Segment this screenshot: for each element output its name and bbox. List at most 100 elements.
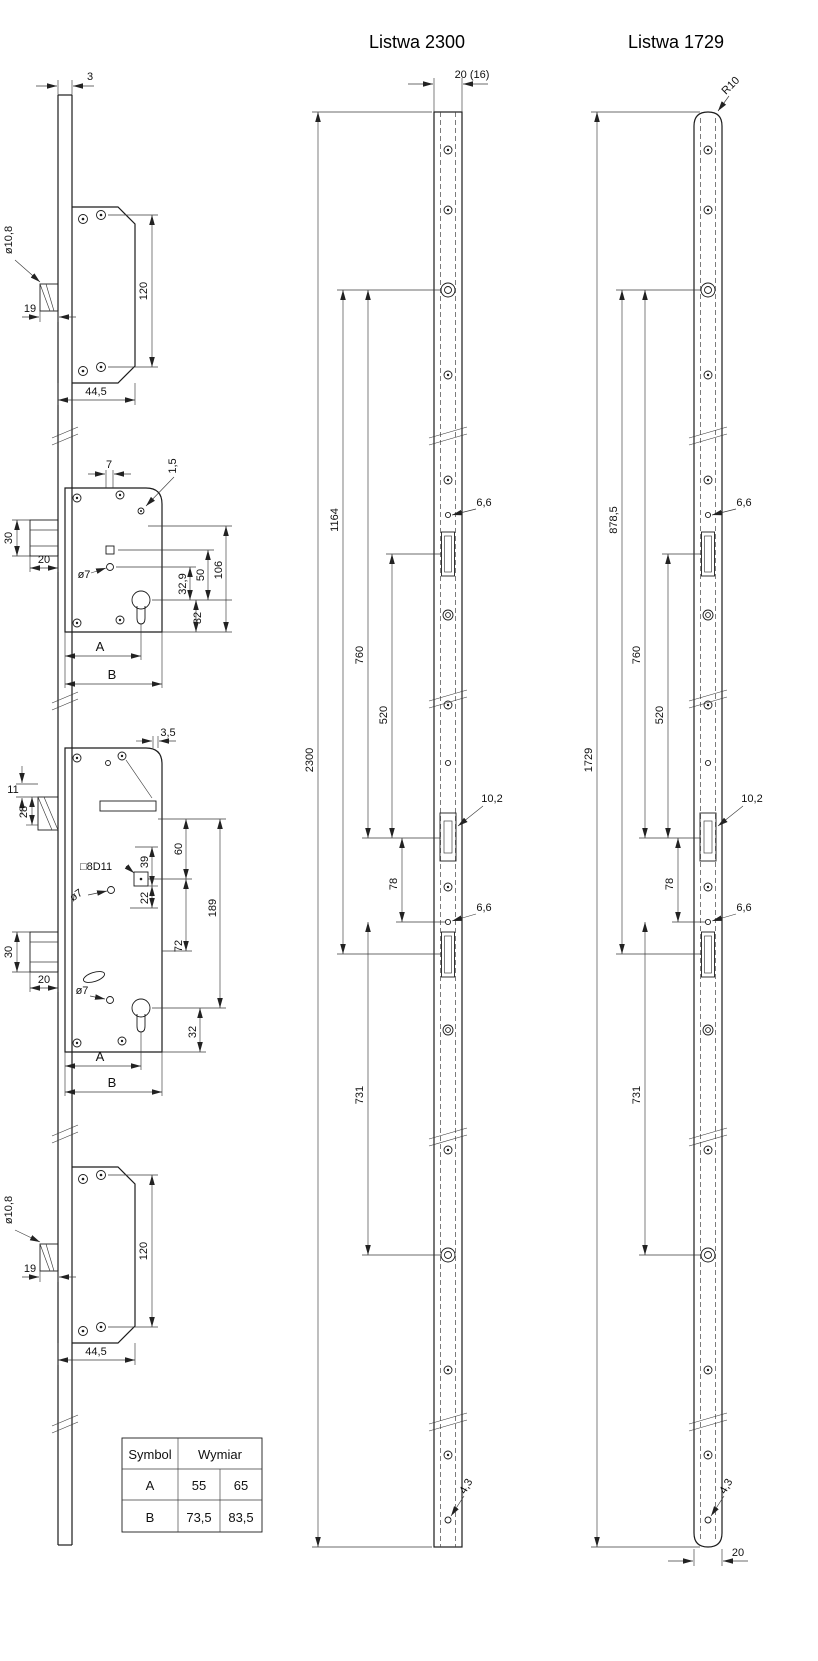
dim-50: 50: [195, 550, 211, 600]
dim-bolt-depth-low: 20: [29, 972, 59, 992]
dim-label-20-mid: 20: [38, 554, 50, 566]
dim-case-width-top: 44,5: [57, 383, 136, 405]
table-row-b-symbol: B: [146, 1510, 155, 1525]
dim-label-329: 32,9: [177, 573, 189, 594]
dim-106: 106: [213, 526, 229, 632]
dim-hole-o7-mid: ø7: [78, 567, 107, 581]
dim-label-30-low: 30: [3, 946, 15, 958]
strip-1729-cutouts: [699, 531, 717, 978]
dim-strip2300-760: 760: [354, 290, 371, 838]
dim-bolt-height-low: 30: [3, 931, 30, 973]
strip-1729-holes: [700, 145, 716, 1524]
dim-label-102-m: 10,2: [481, 793, 502, 805]
callout-strip1729-66-lower: 6,6: [711, 902, 752, 922]
deadbolt-middle: [29, 519, 59, 557]
dim-label-b-mid: B: [108, 667, 117, 682]
dim-label-102-r: 10,2: [741, 793, 762, 805]
dim-label-o108-bottom: ø10,8: [3, 1196, 15, 1224]
dim-label-32-low: 32: [187, 1026, 199, 1038]
latch-bolt-top: [39, 283, 59, 312]
dim-bolt-depth-mid: 20: [29, 554, 59, 572]
dim-offset-3-5: 3,5: [136, 727, 176, 748]
strip-1729-break-marks: [688, 426, 728, 1432]
dim-label-731-r: 731: [631, 1086, 643, 1104]
dim-strip2300-width: 20 (16): [408, 69, 489, 112]
strip-1729-view: R10 1729 878,5 760 520 78: [583, 74, 763, 1566]
dim-label-20-low: 20: [38, 974, 50, 986]
lock-assembly-view: 3 ø10,8 19: [3, 71, 232, 1546]
dim-32-9: 32,9: [177, 567, 193, 600]
dim-label-30-mid: 30: [3, 532, 15, 544]
dim-label-o7-low2: ø7: [76, 985, 89, 997]
dim-label-106: 106: [213, 561, 225, 579]
dim-label-35: 3,5: [160, 727, 175, 739]
dim-22: 22: [139, 886, 155, 908]
dim-label-o108-top: ø10,8: [3, 226, 15, 254]
spindle-hole-middle: [105, 545, 115, 555]
dim-28: 28: [18, 797, 38, 826]
dim-label-15: 1,5: [167, 458, 179, 473]
dim-32-mid: 32: [192, 600, 204, 632]
dim-label-78-m: 78: [388, 878, 400, 890]
lock-case-lower: 3,5 11 28 □8D11 ø7: [3, 727, 226, 1096]
dim-strip1729-length: 1729: [583, 112, 600, 1547]
dim-32-low: 32: [187, 1008, 203, 1052]
callout-strip2300-66-upper: 6,6: [451, 497, 492, 516]
dim-strip1729-520: 520: [654, 554, 671, 838]
dim-label-66-lower-r: 6,6: [736, 902, 751, 914]
dim-plate-thickness: 3: [36, 71, 94, 95]
dim-label-a-mid: A: [96, 639, 105, 654]
dim-39: 39: [139, 847, 155, 886]
dim-offset-1-5: 1,5: [145, 458, 179, 507]
dim-case-height-bottom: 120: [108, 1174, 158, 1328]
strip-2300-body: [433, 111, 463, 1548]
strip-2300-break-marks: [428, 426, 468, 1432]
dim-label-20-bottom: 20: [732, 1547, 744, 1559]
hook-bolt: [37, 796, 59, 831]
dim-backset-a-mid: A: [64, 624, 142, 688]
dim-bolt-height-mid: 30: [3, 519, 30, 557]
table-row-a-val2: 65: [234, 1478, 248, 1493]
hook-slot: [99, 800, 157, 812]
dim-label-760-r: 760: [631, 646, 643, 664]
dim-label-72: 72: [173, 940, 185, 952]
hole-o7-middle: [106, 563, 114, 571]
table-row-b-val2: 83,5: [228, 1510, 253, 1525]
dim-label-2300: 2300: [304, 748, 316, 772]
deadbolt-lower: [29, 931, 59, 973]
dim-label-32-mid: 32: [192, 612, 204, 624]
dim-label-20-16: 20 (16): [455, 69, 490, 81]
dim-strip2300-length: 2300: [304, 112, 321, 1547]
dim-label-22: 22: [139, 892, 151, 904]
faceplate-break-marks: [51, 426, 79, 1434]
dim-strip1729-731: 731: [631, 922, 648, 1255]
dim-72: 72: [173, 879, 189, 952]
dim-case-width-bottom: 44,5: [57, 1343, 136, 1365]
dim-label-731-m: 731: [354, 1086, 366, 1104]
dim-11: 11: [7, 766, 38, 815]
dim-label-520-r: 520: [654, 706, 666, 724]
dim-label-b-low: B: [108, 1075, 117, 1090]
dim-strip2300-520: 520: [378, 554, 395, 838]
dim-latch-depth-top: 19: [22, 303, 76, 322]
latch-bolt-bottom: [39, 1243, 59, 1272]
dim-label-66-upper-r: 6,6: [736, 497, 751, 509]
dim-spindle-8d11: □8D11: [80, 861, 135, 874]
dim-label-a-low: A: [96, 1049, 105, 1064]
dim-label-39: 39: [139, 856, 151, 868]
dim-strip2300-731: 731: [354, 922, 371, 1255]
callout-strip2300-66-lower: 6,6: [451, 902, 492, 922]
dim-label-60: 60: [173, 843, 185, 855]
lock-case-top: ø10,8 19 120 44,5: [3, 206, 158, 405]
dim-label-8785: 878,5: [608, 506, 620, 534]
table-row-a-symbol: A: [146, 1478, 155, 1493]
dim-backset-a-low: A: [64, 1032, 142, 1096]
hole-o7-lower-2: [106, 996, 114, 1004]
dim-strip2300-78: 78: [388, 838, 405, 922]
dim-label-66-upper-m: 6,6: [476, 497, 491, 509]
dim-strip1729-width: 20: [668, 1547, 748, 1566]
dimension-table: Symbol Wymiar A 55 65 B 73,5 83,5: [121, 1437, 263, 1533]
